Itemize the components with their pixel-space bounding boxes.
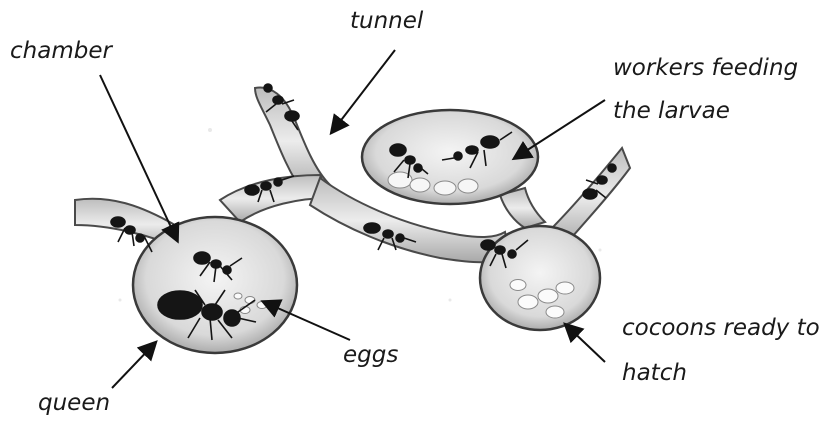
label-queen: queen <box>38 392 110 415</box>
queen-arrow <box>112 343 155 388</box>
label-workers-feeding-line2: the larvae <box>613 100 730 123</box>
label-workers-feeding-line1: workers feeding <box>613 57 798 80</box>
label-tunnel: tunnel <box>350 10 423 33</box>
label-eggs: eggs <box>343 344 398 367</box>
label-cocoons-line1: cocoons ready to <box>622 317 820 340</box>
cocoons-arrow <box>566 325 605 362</box>
label-chamber: chamber <box>10 40 112 63</box>
tunnel-arrow <box>332 50 395 132</box>
cocoon-chamber <box>480 226 600 330</box>
queen-chamber <box>133 217 297 353</box>
workers-arrow <box>515 100 605 158</box>
label-cocoons-line2: hatch <box>622 362 687 385</box>
